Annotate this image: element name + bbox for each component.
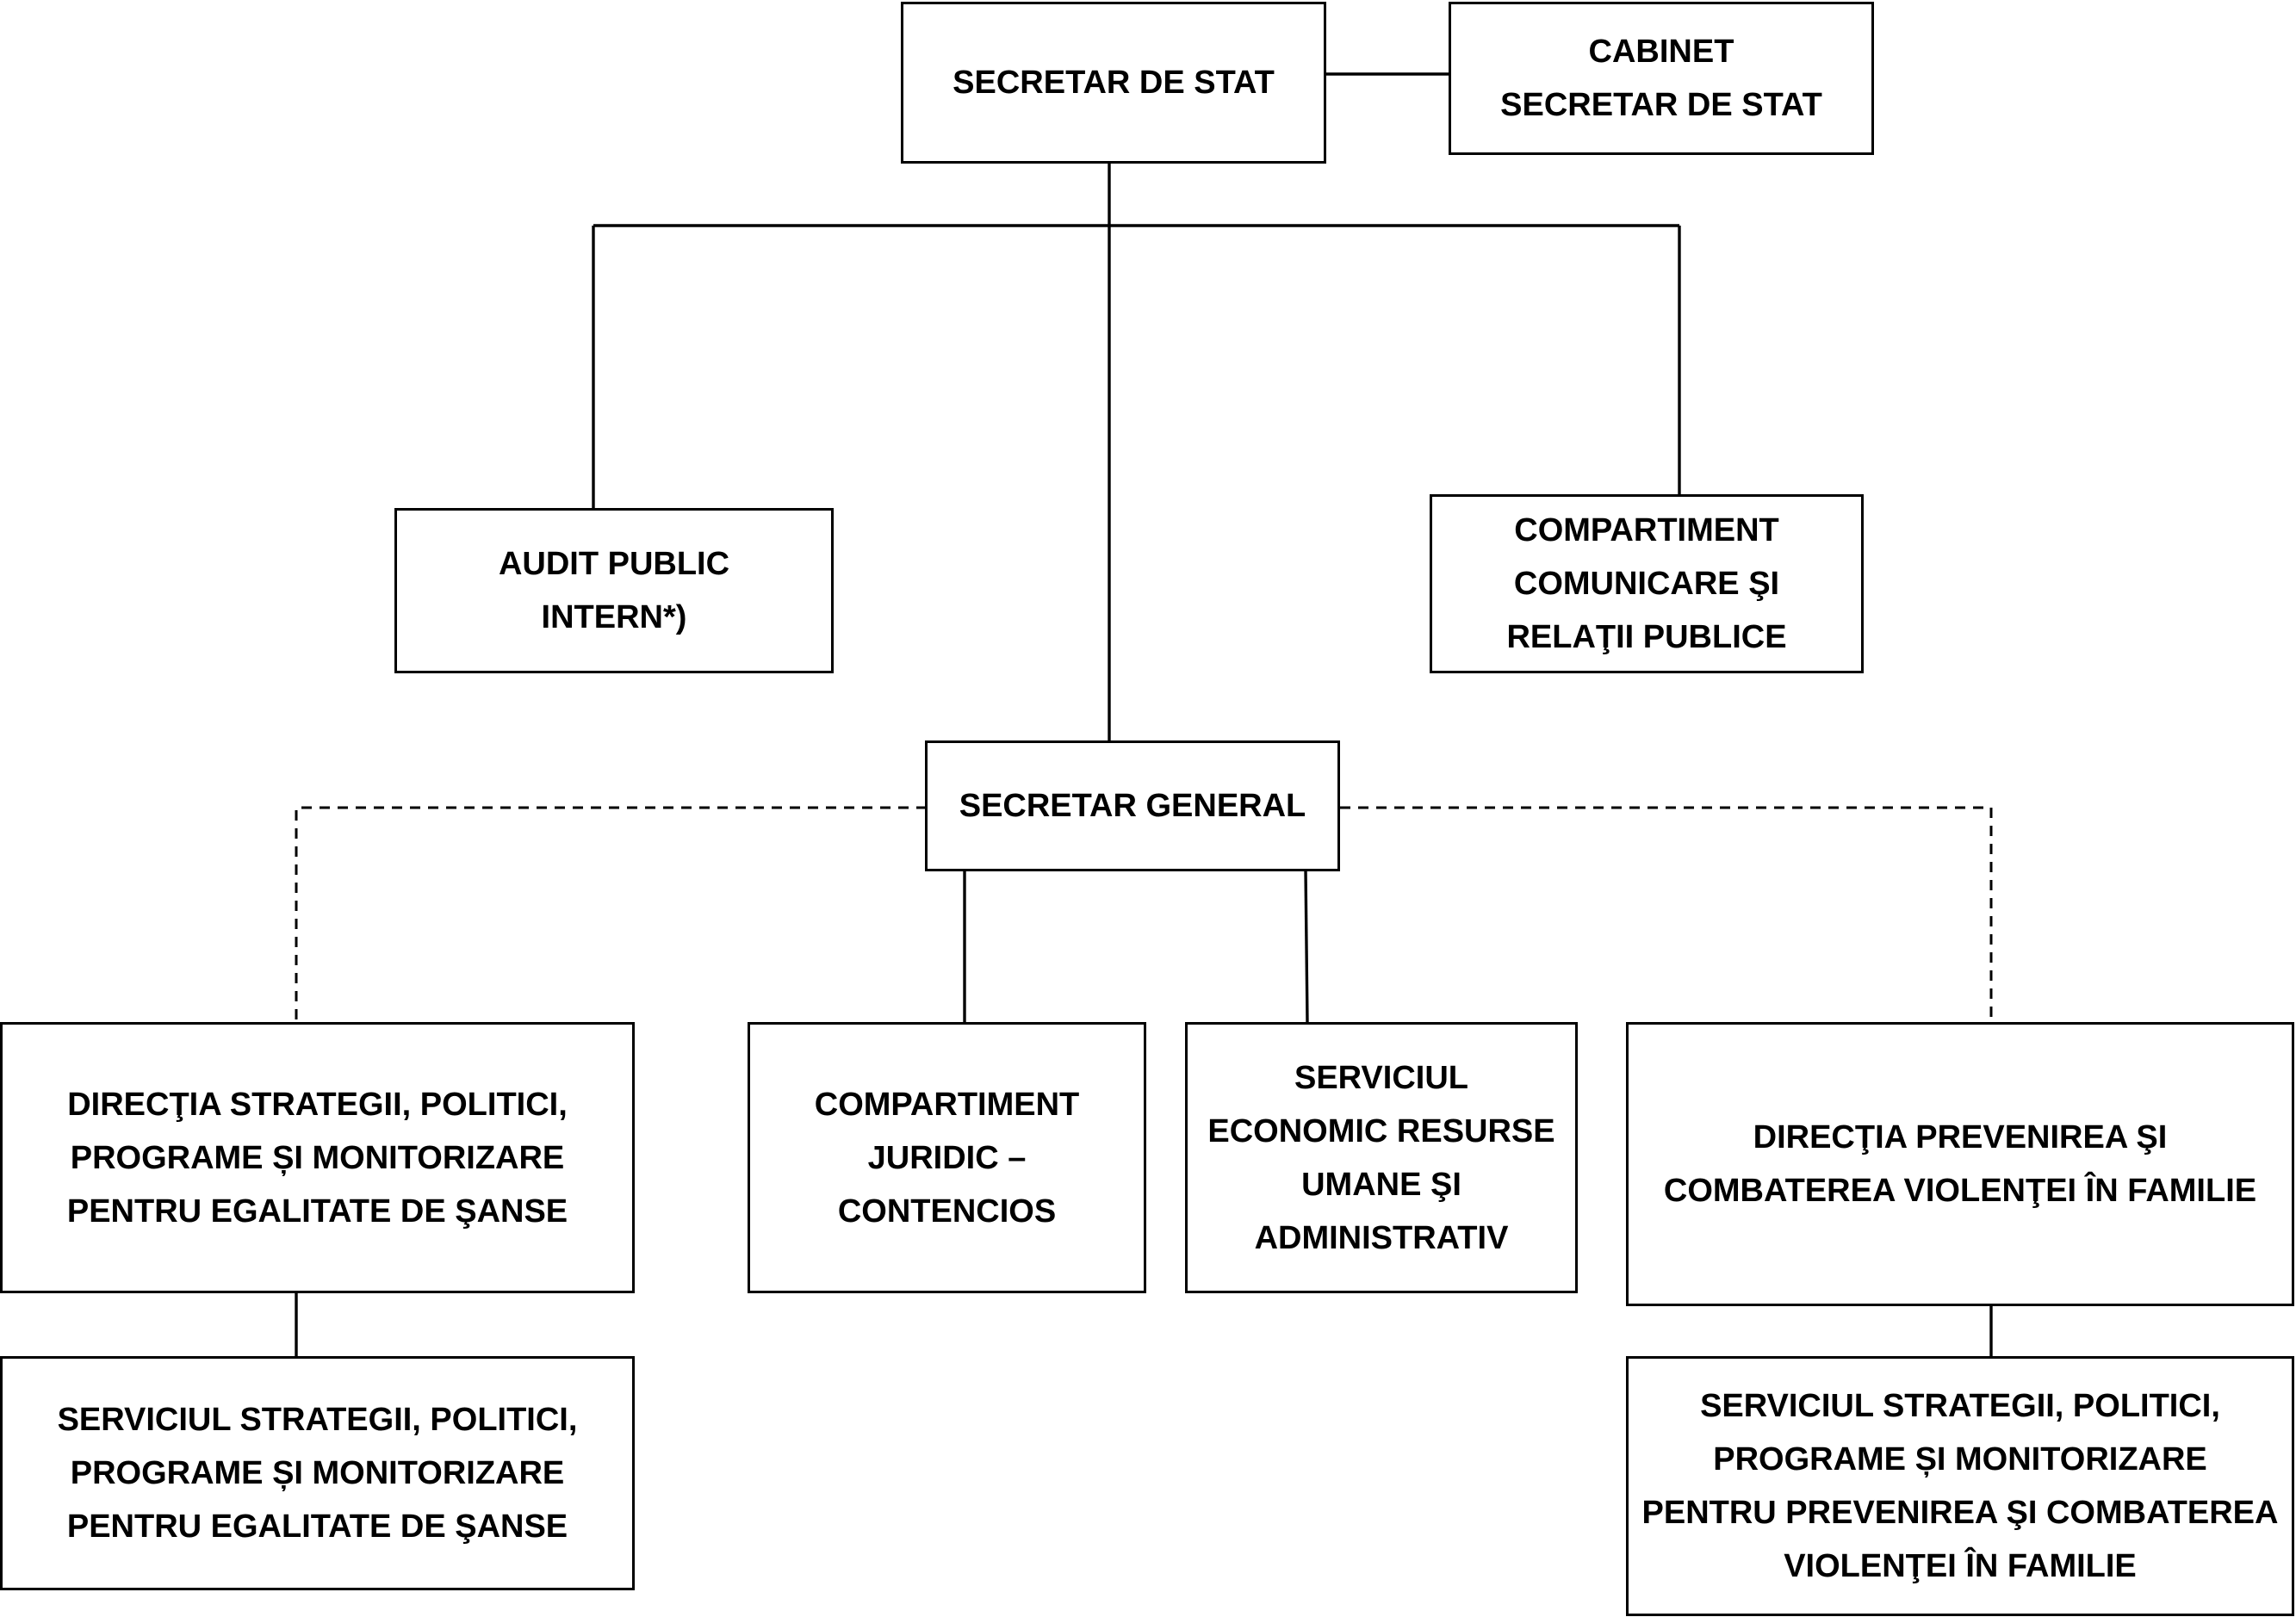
dashed-connector-left <box>295 806 927 1022</box>
directia-egalitate-label: DIRECŢIA STRATEGII, POLITICI, PROGRAME Ș… <box>66 1086 568 1230</box>
juridic-box: COMPARTIMENT JURIDIC – CONTENCIOS <box>748 1022 1146 1293</box>
directia-violenta-label: DIRECŢIA PREVENIREA ŞI COMBATEREA VIOLEN… <box>1663 1119 2257 1209</box>
economic-label: SERVICIUL ECONOMIC RESURSE UMANE ŞI ADMI… <box>1207 1059 1555 1256</box>
serviciul-violenta-box: SERVICIUL STRATEGII, POLITICI, PROGRAME … <box>1626 1356 2294 1616</box>
economic-box: SERVICIUL ECONOMIC RESURSE UMANE ŞI ADMI… <box>1185 1022 1578 1293</box>
directia-egalitate-box: DIRECŢIA STRATEGII, POLITICI, PROGRAME Ș… <box>0 1022 635 1293</box>
connector-to-economic <box>1304 869 1309 1023</box>
comunicare-box: COMPARTIMENT COMUNICARE ŞI RELAŢII PUBLI… <box>1430 494 1864 673</box>
audit-public-box: AUDIT PUBLIC INTERN*) <box>394 508 834 673</box>
serviciul-violenta-label: SERVICIUL STRATEGII, POLITICI, PROGRAME … <box>1641 1388 2279 1584</box>
cabinet-label: CABINET SECRETAR DE STAT <box>1500 34 1822 123</box>
cabinet-box: CABINET SECRETAR DE STAT <box>1449 2 1874 155</box>
comunicare-label: COMPARTIMENT COMUNICARE ŞI RELAŢII PUBLI… <box>1506 512 1787 655</box>
serviciul-egalitate-label: SERVICIUL STRATEGII, POLITICI, PROGRAME … <box>57 1402 578 1545</box>
dashed-connector-right <box>1340 806 1993 1022</box>
secretar-de-stat-box: SECRETAR DE STAT <box>901 2 1326 164</box>
audit-public-label: AUDIT PUBLIC INTERN*) <box>498 546 730 635</box>
secretar-general-box: SECRETAR GENERAL <box>925 740 1340 871</box>
juridic-label: COMPARTIMENT JURIDIC – CONTENCIOS <box>814 1086 1080 1230</box>
serviciul-egalitate-box: SERVICIUL STRATEGII, POLITICI, PROGRAME … <box>0 1356 635 1590</box>
secretar-de-stat-label: SECRETAR DE STAT <box>953 65 1275 101</box>
directia-violenta-box: DIRECŢIA PREVENIREA ŞI COMBATEREA VIOLEN… <box>1626 1022 2294 1306</box>
secretar-general-label: SECRETAR GENERAL <box>959 788 1306 824</box>
